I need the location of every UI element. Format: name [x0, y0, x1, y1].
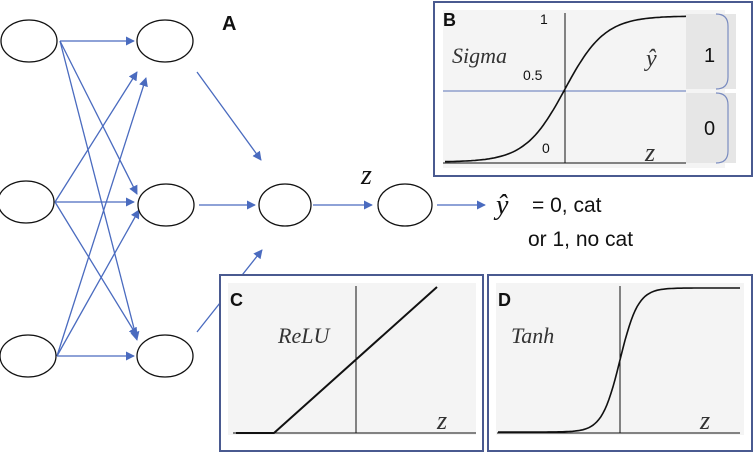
edge-in2-h3 [54, 201, 138, 337]
class-bracket-bottom [715, 92, 729, 164]
panel-a-label: A [222, 13, 236, 35]
output-yhat: ŷ [493, 190, 509, 221]
input-node-2 [0, 180, 55, 224]
output-line-1: = 0, cat [532, 194, 602, 217]
hidden-node-1 [136, 19, 194, 63]
panel-c-relu: C ReLU z [219, 274, 484, 452]
tick-label-0: 0 [542, 140, 550, 156]
panel-d-x-label: z [699, 406, 710, 435]
hidden-node-2 [137, 183, 195, 227]
edge-h1-sum [196, 71, 262, 161]
edge-in1-h3 [59, 40, 140, 341]
panel-c-function-name: ReLU [277, 323, 331, 348]
edge-in2-h1 [54, 71, 138, 203]
panel-a-network: A z ŷ = 0, cat or 1, no cat [0, 13, 633, 378]
panel-b-label: B [443, 10, 456, 30]
class-label-bottom: 0 [704, 118, 715, 140]
input-node-3 [0, 334, 57, 378]
edge-in3-h2 [56, 209, 140, 357]
input-node-1 [0, 19, 58, 63]
panel-d-label: D [498, 290, 511, 310]
sum-node [258, 183, 312, 227]
tick-label-1: 1 [540, 11, 548, 27]
panel-b-plot-area [443, 10, 725, 168]
panel-b-yhat: ŷ [644, 46, 657, 72]
panel-b-x-label: z [644, 138, 655, 167]
z-label-network: z [360, 160, 372, 191]
activation-node [377, 183, 433, 227]
panel-b-sigmoid: 1 0 B Sigma 1 0.5 0 ŷ z [433, 1, 753, 177]
class-label-top: 1 [704, 45, 715, 67]
panel-c-x-label: z [436, 406, 447, 435]
panel-d-function-name: Tanh [511, 323, 554, 348]
panel-d-tanh: D Tanh z [487, 274, 753, 452]
class-bracket-top [715, 13, 729, 90]
panel-b-function-name: Sigma [452, 43, 507, 68]
panel-c-plot-area [228, 283, 476, 435]
input-to-hidden-edges [54, 36, 148, 361]
sigmoid-curve [445, 15, 687, 163]
panel-c-label: C [230, 290, 243, 310]
tick-label-0-5: 0.5 [523, 67, 543, 83]
relu-curve [236, 286, 438, 434]
output-line-2: or 1, no cat [528, 228, 633, 251]
tanh-curve [498, 287, 740, 433]
edge-in1-h2 [59, 40, 138, 195]
edge-in3-h1 [56, 77, 148, 357]
hidden-node-3 [136, 334, 194, 378]
